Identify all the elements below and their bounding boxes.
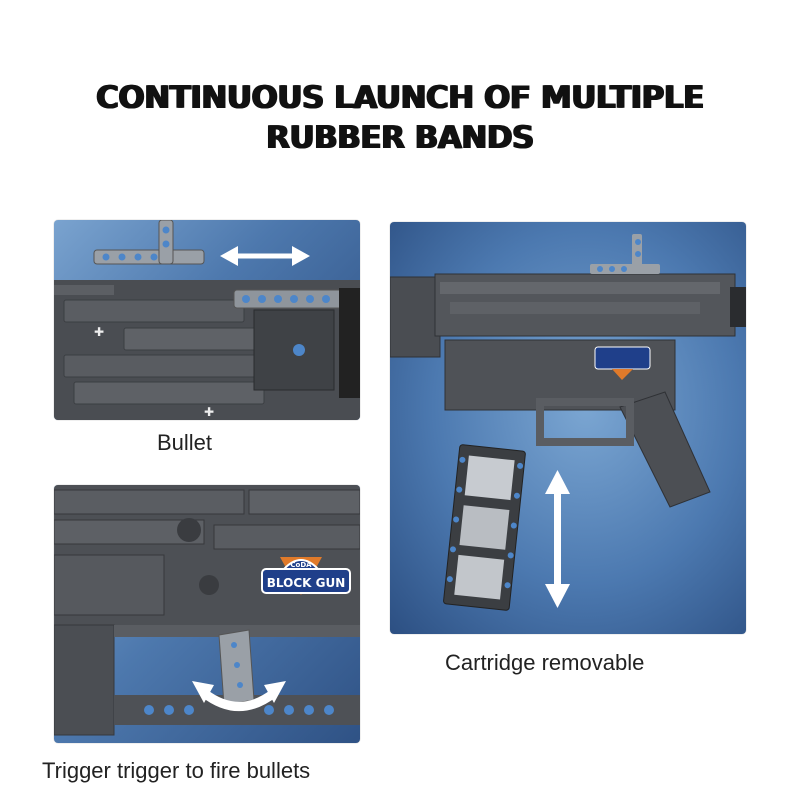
svg-text:✚: ✚ xyxy=(204,405,214,419)
svg-text:✚: ✚ xyxy=(94,325,104,339)
bullet-caption: Bullet xyxy=(157,430,213,455)
double-arrow-horizontal-icon xyxy=(220,246,310,266)
curved-double-arrow-icon xyxy=(192,681,286,711)
bullet-photo: ✚ ✚ xyxy=(54,220,360,420)
trigger-photo: BLOCK GUN CoDA xyxy=(54,485,360,743)
cartridge-photo xyxy=(390,222,746,634)
svg-text:BLOCK GUN: BLOCK GUN xyxy=(267,576,346,590)
double-arrow-vertical-icon xyxy=(545,470,570,608)
headline-line-1: CONTINUOUS LAUNCH OF MULTIPLE xyxy=(96,80,704,116)
trigger-caption: Trigger trigger to fire bullets xyxy=(42,758,311,783)
cartridge-caption: Cartridge removable xyxy=(445,650,645,675)
block-gun-logo: BLOCK GUN CoDA xyxy=(261,557,351,595)
svg-text:CoDA: CoDA xyxy=(290,561,312,569)
headline-line-2: RUBBER BANDS xyxy=(266,120,534,156)
